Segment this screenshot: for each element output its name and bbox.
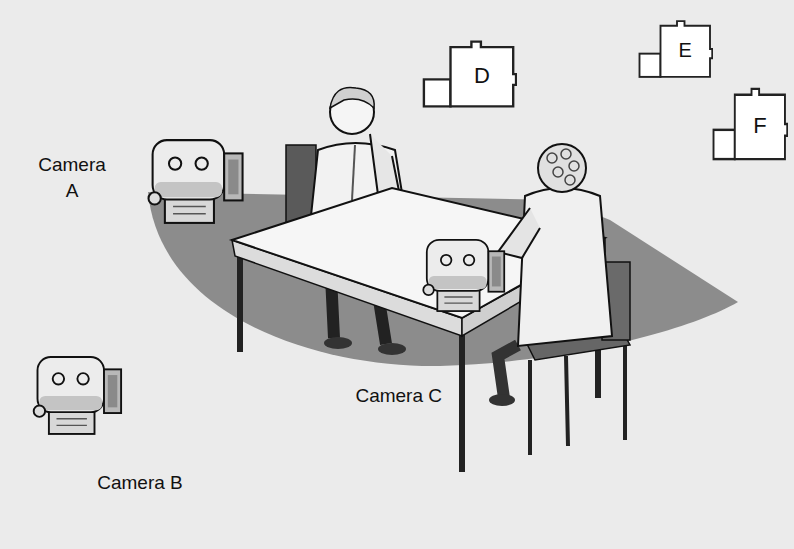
seated-person: [489, 144, 630, 455]
camera-position: E: [638, 18, 713, 80]
camera: Camera C: [350, 228, 510, 438]
camera-base: [165, 198, 214, 223]
reel: [441, 255, 452, 266]
curly-hair: [547, 149, 579, 185]
camera-body: [661, 21, 713, 77]
curl: [565, 175, 575, 185]
knob: [423, 285, 434, 296]
lens: [492, 257, 501, 287]
leg: [498, 345, 518, 398]
lens-box: [714, 130, 735, 159]
knob: [34, 405, 45, 416]
camera-letter: D: [451, 45, 514, 107]
camera-body: [451, 42, 517, 107]
camera-outline: [712, 85, 788, 163]
camera-symbol: [418, 230, 506, 320]
camera-position: F: [712, 85, 788, 163]
curl: [553, 167, 563, 177]
lens-housing: [104, 369, 121, 413]
curl: [561, 149, 571, 159]
lens: [228, 160, 238, 195]
curl: [547, 153, 557, 163]
camera-label: Camera C: [350, 383, 442, 409]
camera-label: Camera B: [90, 470, 190, 496]
reel: [464, 255, 475, 266]
reel: [77, 373, 88, 384]
base-slats: [444, 297, 472, 303]
camera-symbol: [418, 230, 506, 320]
camera-symbol: [142, 135, 245, 227]
camera: Camera A: [30, 130, 245, 230]
camera-outline: [712, 85, 788, 163]
torso: [518, 188, 612, 346]
lens-box: [640, 54, 661, 77]
body-shade: [429, 276, 487, 289]
shoe: [378, 343, 406, 355]
camera-symbol: [142, 135, 245, 227]
base-slats: [57, 419, 87, 426]
camera-body: [153, 140, 225, 199]
camera-outline: [422, 38, 517, 110]
camera-base: [437, 290, 479, 311]
curl: [569, 161, 579, 171]
camera-letter: E: [661, 24, 711, 77]
lens-housing: [488, 251, 504, 291]
camera-outline: [638, 18, 713, 80]
camera-body: [427, 240, 489, 291]
camera-symbol: [28, 340, 123, 450]
camera-body: [735, 89, 787, 159]
camera-letter: F: [735, 93, 785, 160]
reel: [169, 157, 181, 169]
camera: Camera B: [28, 340, 203, 525]
knob: [149, 192, 161, 204]
body-shade: [39, 396, 102, 410]
camera-label: Camera A: [32, 152, 112, 203]
camera-outline: [638, 18, 713, 80]
camera-symbol: [28, 340, 123, 450]
tie: [352, 145, 355, 200]
camera-body: [38, 357, 105, 412]
lens: [108, 375, 118, 407]
reel: [53, 373, 64, 384]
shoe: [489, 394, 515, 406]
camera-outline: [422, 38, 517, 110]
camera-position: D: [422, 38, 517, 110]
base-slats: [173, 207, 206, 214]
body-shade: [155, 182, 222, 197]
shoe: [324, 337, 352, 349]
lens-housing: [224, 153, 242, 200]
lens-box: [424, 79, 451, 106]
reel: [196, 157, 208, 169]
chair-legs: [530, 345, 625, 455]
hair: [330, 87, 374, 108]
camera-base: [49, 411, 95, 434]
head: [538, 144, 586, 192]
